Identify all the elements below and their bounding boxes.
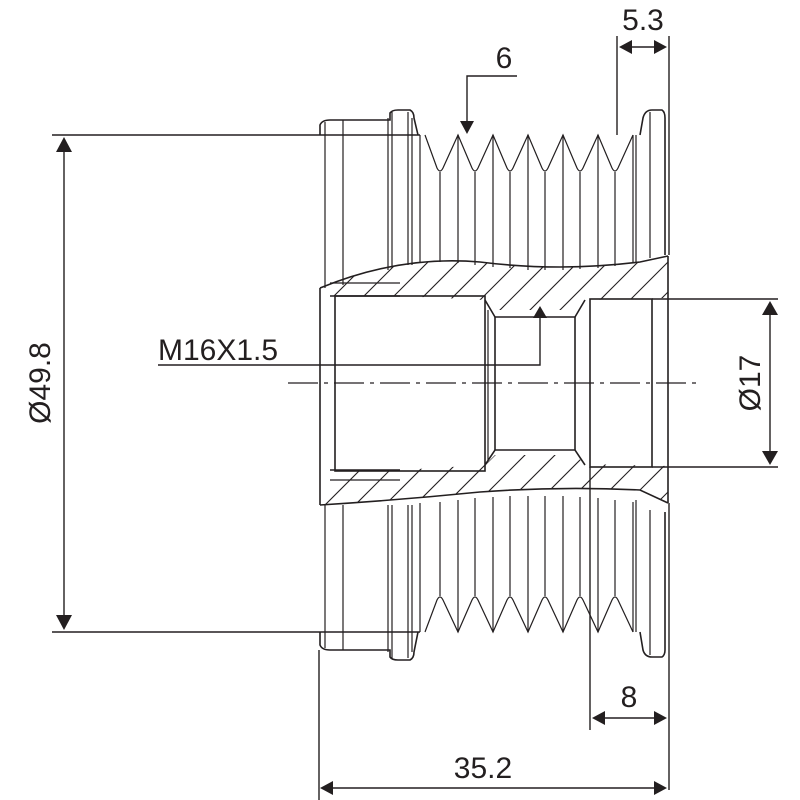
arrow-right-icon [654,40,667,54]
arrow-up-icon [762,301,778,315]
dimension-flange-width: 5.3 [616,4,670,255]
arrow-down-icon [56,615,72,630]
bore-depth-label: 8 [621,681,638,714]
arrow-right-icon [654,711,667,725]
arrow-right-icon [654,781,667,795]
dimension-bore-diameter: Ø17 [652,298,778,468]
flange-width-label: 5.3 [622,4,664,37]
dimension-bore-depth: 8 [589,467,670,790]
arrow-left-icon [619,40,632,54]
dimension-overall-length: 35.2 [318,650,667,800]
dimension-outer-diameter: Ø49.8 [24,134,420,633]
rib-count-callout: 6 [460,42,517,134]
arrow-up-icon [533,306,547,318]
outer-diameter-label: Ø49.8 [24,342,57,424]
arrow-up-icon [56,137,72,152]
thread-callout: M16X1.5 [158,306,547,367]
arrow-down-icon [460,121,474,134]
bore-diameter-label: Ø17 [734,355,767,412]
arrow-down-icon [762,451,778,465]
arrow-left-icon [592,711,605,725]
thread-label: M16X1.5 [158,334,278,367]
pulley-outline-top [319,109,666,288]
rib-count-label: 6 [496,42,513,75]
pulley-outline-bottom [319,496,666,661]
arrow-left-icon [320,781,333,795]
hub-section [319,255,669,506]
overall-length-label: 35.2 [454,752,512,785]
